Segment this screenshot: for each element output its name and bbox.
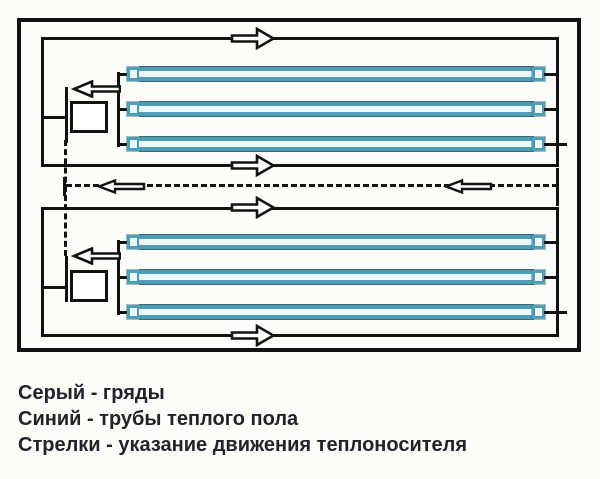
- collector-box-top: [70, 101, 108, 133]
- collector-riser-top: [65, 87, 68, 143]
- supply-riser-dashed: [64, 140, 67, 256]
- heating-pipe: [139, 137, 534, 151]
- manifold-bottom: [117, 240, 120, 315]
- pipe-connector: [127, 102, 140, 116]
- legend-line-gray: Серый - гряды: [18, 382, 165, 404]
- pipe-stub: [119, 108, 129, 111]
- pipe-stub: [119, 276, 129, 279]
- pipe-stub: [544, 241, 558, 244]
- pipe-connector: [532, 270, 545, 284]
- pipe-stub: [119, 311, 129, 314]
- pipe-connector: [532, 67, 545, 81]
- flow-arrow-right-bottom-outer: [230, 324, 276, 347]
- pipe-connector: [532, 235, 545, 249]
- pipe-stub: [119, 241, 129, 244]
- flow-arrow-right-top-inner: [230, 154, 276, 177]
- heating-pipe: [139, 67, 534, 81]
- collector-feed-line-bottom: [42, 286, 66, 289]
- greenhouse-border: [17, 18, 581, 352]
- pipe-stub: [544, 73, 558, 76]
- heating-pipe: [139, 270, 534, 284]
- collector-box-bottom: [70, 270, 108, 302]
- pipe-connector: [532, 137, 545, 151]
- heating-pipe: [139, 305, 534, 319]
- legend-line-blue: Синий - трубы теплого пола: [18, 408, 299, 430]
- pipe-stub: [544, 276, 558, 279]
- pipe-connector: [532, 102, 545, 116]
- pipe-stub: [119, 73, 129, 76]
- heating-pipe: [139, 102, 534, 116]
- legend-line-arrows: Стрелки - указание движения теплоносител…: [18, 434, 468, 456]
- bed-top-outline: [41, 37, 559, 167]
- heating-pipe: [139, 235, 534, 249]
- pipe-connector: [127, 67, 140, 81]
- flow-arrow-right-top-outer: [230, 27, 276, 50]
- pipe-stub: [544, 143, 567, 146]
- bed-bottom-outline: [41, 207, 559, 337]
- pipe-stub: [544, 311, 567, 314]
- flow-arrow-right-bottom-inner: [230, 196, 276, 219]
- pipe-connector: [127, 235, 140, 249]
- pipe-connector: [532, 305, 545, 319]
- flow-arrow-left-return-west: [96, 179, 146, 194]
- pipe-stub: [544, 108, 558, 111]
- return-line-right-header: [556, 168, 559, 206]
- collector-feed-line-top: [42, 116, 66, 119]
- pipe-connector: [127, 270, 140, 284]
- flow-arrow-left-collector-top: [71, 80, 121, 98]
- manifold-top: [117, 72, 120, 147]
- return-line-dashed: [66, 184, 558, 187]
- flow-arrow-left-collector-bottom: [71, 247, 121, 265]
- pipe-connector: [127, 305, 140, 319]
- pipe-stub: [119, 143, 129, 146]
- collector-riser-bottom: [65, 256, 68, 302]
- pipe-connector: [127, 137, 140, 151]
- flow-arrow-left-return-east: [443, 179, 493, 194]
